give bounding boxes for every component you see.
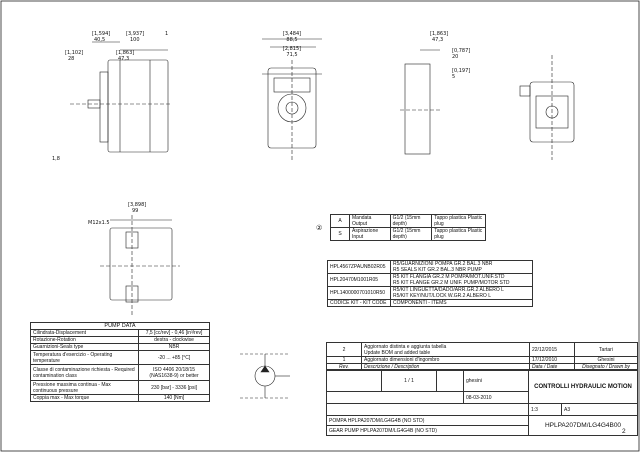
- table-row: 2 Aggiornato distinta e aggiunta tabella…: [326, 342, 638, 357]
- tb-sheet: 1:3: [528, 403, 562, 416]
- tb-desc-it: POMPA HPLPA207DM/LG4G4B (NO STD): [326, 415, 529, 426]
- kit-desc-header: COMPONENTI - ITEMS: [390, 299, 533, 307]
- kit-desc: R5 KIT FLANGIA GR.2 M POMPA/MOT.UNIF.STD…: [390, 273, 533, 287]
- dim-text: 40,5: [94, 37, 105, 43]
- tb-brand: CONTROLLI HYDRAULIC MOTION: [528, 369, 638, 404]
- table-row: HPL4567ZPAUNB02R05 R5/GUARNIZIONI POMPA …: [327, 260, 533, 274]
- ports-table: A Mandata Output G1/2 (15mm depth) Tappo…: [330, 214, 486, 241]
- table-row: Pressione massima continua - Max continu…: [29, 380, 210, 395]
- pd-label: Coppia max - Max torque: [29, 394, 140, 402]
- table-row: S Aspirazione Input G1/2 (15mm depth) Ta…: [330, 227, 486, 241]
- kit-code: HPL1400000701010R50: [327, 286, 391, 300]
- pd-label: Temperatura d'esercizio - Operating temp…: [29, 350, 140, 365]
- kit-desc: R5/GUARNIZIONI POMPA GR.2 BAL.3 NBR R5 S…: [390, 260, 533, 274]
- port-code: S: [330, 227, 350, 241]
- dim-text: 47,3: [432, 37, 443, 43]
- dim-text: [3,484]: [283, 31, 301, 37]
- pd-value: 230 [bar] - 3336 [psi]: [138, 380, 210, 395]
- port-size: G1/2 (15mm depth): [389, 227, 433, 241]
- pd-label: Guarnizioni-Seals type: [29, 343, 140, 351]
- pd-value: 7,5 [cc/rev] - 0,46 [in³/rev]: [138, 329, 210, 337]
- dim-text: [0,787]: [452, 48, 470, 54]
- tb-scale: 1 / 1: [381, 369, 437, 392]
- dim-text: 100: [130, 37, 140, 43]
- dim-text: [0,197]: [452, 68, 470, 74]
- kit-code-header: CODICE KIT - KIT CODE: [327, 299, 391, 307]
- ports-marker: ②: [316, 224, 323, 232]
- table-row: Temperatura d'esercizio - Operating temp…: [29, 350, 210, 365]
- dim-text: [1,863]: [430, 31, 448, 37]
- rev-date: 22/12/2015: [529, 342, 575, 357]
- tb-rev: 2: [622, 428, 626, 435]
- kit-code: HPL20470M1001R05: [327, 273, 391, 287]
- callout-number: 1: [165, 31, 168, 37]
- pd-label: Cilindrata-Displacement: [29, 329, 140, 337]
- tb-date: 08-03-2010: [463, 391, 529, 404]
- dim-text: 1,8: [52, 156, 60, 162]
- port-plug: Tappo plastica Plastic plug: [431, 227, 486, 241]
- rev-desc: Aggiornato distinta e aggiunta tabella U…: [361, 342, 530, 357]
- dim-text: 20: [452, 54, 458, 60]
- rev-date: 17/12/2010: [529, 356, 575, 364]
- dim-text: [1,594]: [92, 31, 110, 37]
- dim-text: [2,815]: [283, 46, 301, 52]
- rev-number: 1: [326, 356, 362, 364]
- dim-text: [3,937]: [126, 31, 144, 37]
- rev-by: Tartari: [574, 342, 638, 357]
- pd-value: NBR: [138, 343, 210, 351]
- tb-code: HPLPA207DM/LG4G4B00: [528, 415, 638, 436]
- table-row: HPL20470M1001R05 R5 KIT FLANGIA GR.2 M P…: [327, 273, 533, 287]
- table-row: A Mandata Output G1/2 (15mm depth) Tappo…: [330, 214, 486, 228]
- pd-label: Classe di contaminazione richiesta - Req…: [29, 364, 140, 381]
- kit-table: HPL4567ZPAUNB02R05 R5/GUARNIZIONI POMPA …: [327, 260, 533, 307]
- port-code: A: [330, 214, 350, 228]
- kit-desc: R5/KIT LINGUETTA/DADO/ARR.GR.2 ALBERO L …: [390, 286, 533, 300]
- pump-data-title: PUMP DATA: [30, 322, 210, 330]
- dim-text: 28: [68, 56, 74, 62]
- table-row: 1 Aggiornato dimensioni d'ingombro 17/12…: [326, 356, 638, 364]
- revision-table: 2 Aggiornato distinta e aggiunta tabella…: [326, 342, 638, 371]
- tb-format: A3: [561, 403, 638, 416]
- dim-text: 99: [132, 208, 138, 214]
- port-size: G1/2 (15mm depth): [389, 214, 433, 228]
- pd-value: 140 [Nm]: [138, 394, 210, 402]
- dim-text: [1,102]: [65, 50, 83, 56]
- rev-desc: Aggiornato dimensioni d'ingombro: [361, 356, 530, 364]
- pd-label: Pressione massima continua - Max continu…: [29, 380, 140, 395]
- dim-text: M12x1.5: [88, 220, 110, 226]
- dim-text: 47,3: [118, 56, 129, 62]
- table-header: CODICE KIT - KIT CODE COMPONENTI - ITEMS: [327, 299, 533, 307]
- dim-text: [1,863]: [116, 50, 134, 56]
- dim-text: 88,5: [286, 37, 297, 43]
- rev-number: 2: [326, 342, 362, 357]
- table-row: Classe di contaminazione richiesta - Req…: [29, 364, 210, 381]
- pd-value: -20 ... +85 [°C]: [138, 350, 210, 365]
- tb-desc-en: GEAR PUMP HPLPA207DM/LG4G4B (NO STD): [326, 425, 529, 436]
- tb-drawn: ghesini: [463, 369, 529, 392]
- port-name: Mandata Output: [349, 214, 391, 228]
- port-plug: Tappo plastica Plastic plug: [431, 214, 486, 228]
- pd-label: Rotazione-Rotation: [29, 336, 140, 344]
- dim-text: 71,5: [286, 52, 297, 58]
- kit-code: HPL4567ZPAUNB02R05: [327, 260, 391, 274]
- title-block: 1 / 1 ghesini CONTROLLI HYDRAULIC MOTION…: [326, 369, 638, 436]
- rev-by: Ghesini: [574, 356, 638, 364]
- table-row: HPL1400000701010R50 R5/KIT LINGUETTA/DAD…: [327, 286, 533, 300]
- pd-value: destra - clockwise: [138, 336, 210, 344]
- port-name: Aspirazione Input: [349, 227, 391, 241]
- dim-text: [3,898]: [128, 202, 146, 208]
- dim-text: 5: [452, 74, 455, 80]
- pd-value: ISO 4406 20/18/15 (NAS1638-9) or better: [138, 364, 210, 381]
